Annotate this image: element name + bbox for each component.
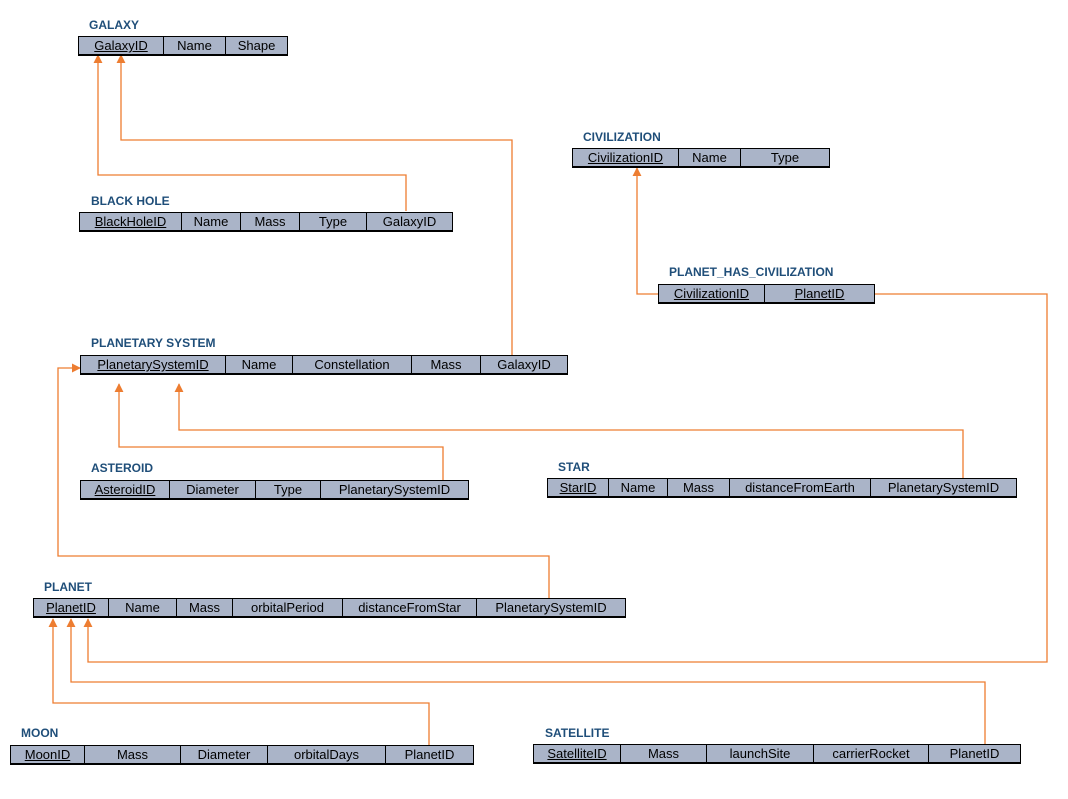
field-civilizationid: CivilizationID	[658, 284, 765, 304]
field-planetid: PlanetID	[929, 744, 1021, 764]
field-blackholeid: BlackHoleID	[79, 212, 182, 232]
table-title-planet: PLANET	[44, 580, 92, 594]
field-galaxyid: GalaxyID	[481, 355, 568, 375]
field-mass: Mass	[241, 212, 300, 232]
field-planetid: PlanetID	[765, 284, 875, 304]
field-name: Name	[226, 355, 293, 375]
field-type: Type	[300, 212, 367, 232]
table-planetary-system: PlanetarySystemID Name Constellation Mas…	[80, 355, 568, 375]
field-type: Type	[741, 148, 830, 168]
field-name: Name	[679, 148, 741, 168]
connector-planetarysystem-galaxy	[116, 54, 513, 355]
field-launchsite: launchSite	[707, 744, 814, 764]
table-title-moon: MOON	[21, 726, 59, 740]
field-civilizationid: CivilizationID	[572, 148, 679, 168]
field-distancefromstar: distanceFromStar	[343, 598, 477, 618]
field-carrierrocket: carrierRocket	[814, 744, 929, 764]
table-title-galaxy: GALAXY	[89, 18, 140, 32]
field-name: Name	[109, 598, 177, 618]
field-mass: Mass	[177, 598, 233, 618]
field-orbitalperiod: orbitalPeriod	[233, 598, 343, 618]
field-galaxyid: GalaxyID	[367, 212, 453, 232]
table-title-planetary-system: PLANETARY SYSTEM	[91, 336, 216, 350]
connector-asteroid-planetarysystem	[114, 383, 444, 480]
table-title-asteroid: ASTEROID	[91, 461, 154, 475]
field-type: Type	[256, 480, 321, 500]
field-constellation: Constellation	[293, 355, 412, 375]
connector-moon-planet	[48, 618, 430, 745]
field-satelliteid: SatelliteID	[533, 744, 621, 764]
table-title-star: STAR	[558, 460, 590, 474]
field-planetid: PlanetID	[33, 598, 109, 618]
table-title-planet-has-civilization: PLANET_HAS_CIVILIZATION	[669, 265, 834, 279]
field-galaxyid: GalaxyID	[78, 36, 164, 56]
field-mass: Mass	[85, 745, 181, 765]
table-star: StarID Name Mass distanceFromEarth Plane…	[547, 478, 1017, 498]
connector-star-planetarysystem	[174, 383, 964, 479]
connector-satellite-planet	[66, 618, 986, 745]
table-title-civilization: CIVILIZATION	[583, 130, 661, 144]
connector-phc-civilization	[632, 167, 658, 295]
table-galaxy: GalaxyID Name Shape	[78, 36, 288, 56]
field-asteroidid: AsteroidID	[80, 480, 170, 500]
table-planet: PlanetID Name Mass orbitalPeriod distanc…	[33, 598, 626, 618]
field-planetarysystemid: PlanetarySystemID	[477, 598, 626, 618]
field-starid: StarID	[547, 478, 609, 498]
field-moonid: MoonID	[10, 745, 85, 765]
field-name: Name	[609, 478, 668, 498]
field-name: Name	[164, 36, 226, 56]
connector-phc-planet	[83, 293, 1048, 663]
field-diameter: Diameter	[170, 480, 256, 500]
field-distancefromearth: distanceFromEarth	[730, 478, 871, 498]
field-diameter: Diameter	[181, 745, 268, 765]
connector-planet-planetarysystem	[57, 363, 550, 599]
field-planetarysystemid: PlanetarySystemID	[871, 478, 1017, 498]
table-planet-has-civilization: CivilizationID PlanetID	[658, 284, 875, 304]
field-mass: Mass	[621, 744, 707, 764]
table-black-hole: BlackHoleID Name Mass Type GalaxyID	[79, 212, 453, 232]
table-asteroid: AsteroidID Diameter Type PlanetarySystem…	[80, 480, 469, 500]
field-name: Name	[182, 212, 241, 232]
table-title-black-hole: BLACK HOLE	[91, 194, 170, 208]
connector-blackhole-galaxy	[93, 54, 407, 211]
table-civilization: CivilizationID Name Type	[572, 148, 830, 168]
field-planetid: PlanetID	[386, 745, 474, 765]
field-shape: Shape	[226, 36, 288, 56]
table-moon: MoonID Mass Diameter orbitalDays PlanetI…	[10, 745, 474, 765]
field-mass: Mass	[412, 355, 481, 375]
field-planetarysystemid: PlanetarySystemID	[321, 480, 469, 500]
table-title-satellite: SATELLITE	[545, 726, 610, 740]
field-mass: Mass	[668, 478, 730, 498]
table-satellite: SatelliteID Mass launchSite carrierRocke…	[533, 744, 1021, 764]
field-orbitaldays: orbitalDays	[268, 745, 386, 765]
field-planetarysystemid: PlanetarySystemID	[80, 355, 226, 375]
